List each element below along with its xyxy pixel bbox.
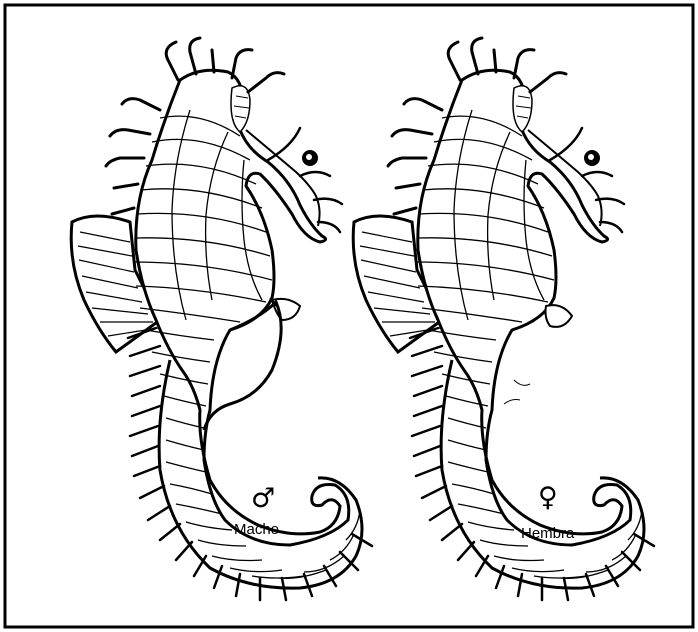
male-symbol: ♂ xyxy=(251,485,275,512)
male-label: Macho xyxy=(234,521,279,538)
female-symbol: ♀ xyxy=(538,484,558,511)
female-label: Hembra xyxy=(521,525,574,542)
